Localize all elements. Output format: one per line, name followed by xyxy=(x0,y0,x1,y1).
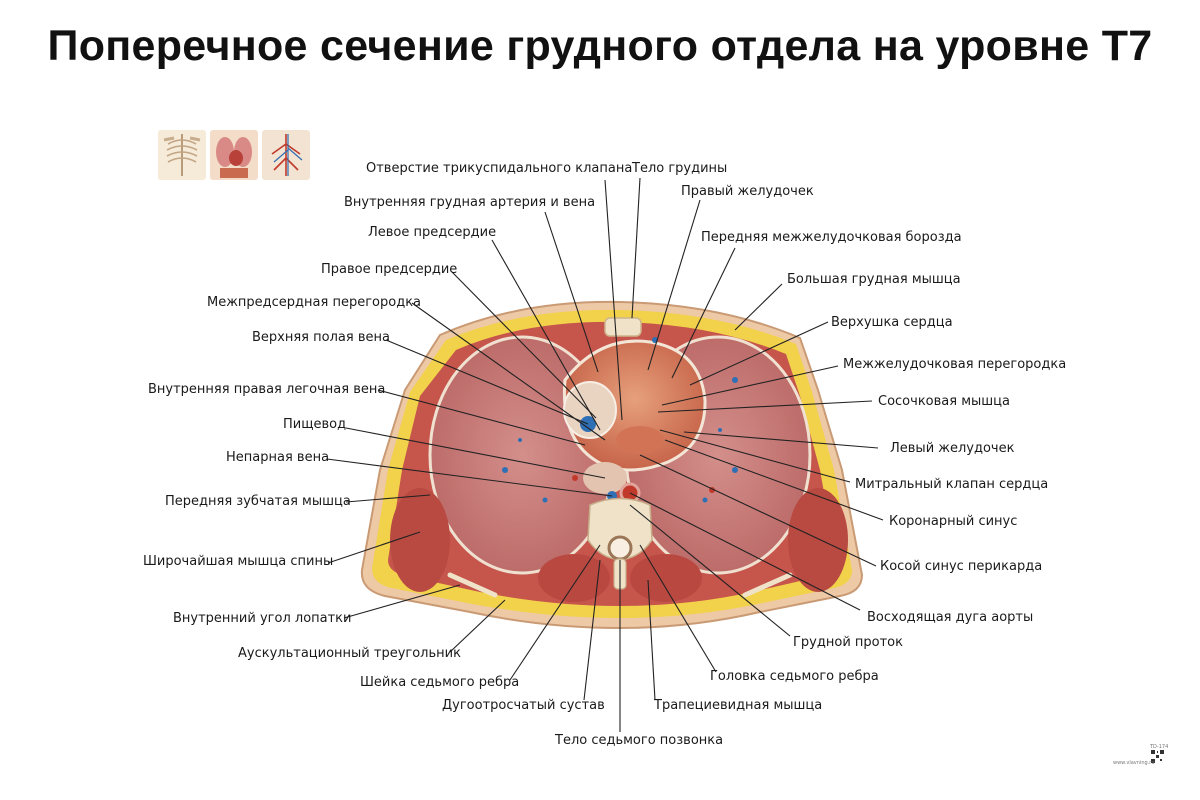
label-apex: Верхушка сердца xyxy=(831,315,953,330)
label-scapula-angle: Внутренний угол лопатки xyxy=(173,611,352,626)
label-tricuspid: Отверстие трикуспидального клапана xyxy=(366,161,633,176)
scapula-bone xyxy=(447,572,498,598)
left-erector xyxy=(630,554,702,602)
poster-code: TD-174 xyxy=(1150,744,1169,750)
label-pulm-vein: Внутренняя правая легочная вена xyxy=(148,382,386,397)
label-papillary: Сосочковая мышца xyxy=(878,394,1010,409)
vessels-thumbnail-icon xyxy=(262,130,310,180)
label-costotransverse: Дугоотросчатый сустав xyxy=(442,698,605,713)
label-esophagus: Пищевод xyxy=(283,417,347,432)
page-title: Поперечное сечение грудного отдела на ур… xyxy=(47,22,1153,70)
label-right-ventricle: Правый желудочек xyxy=(681,184,814,199)
leader-lines xyxy=(326,177,884,732)
label-serratus: Передняя зубчатая мышца xyxy=(165,494,351,509)
skeleton-thumbnail-icon xyxy=(158,130,206,180)
label-svc: Верхняя полая вена xyxy=(252,330,390,345)
label-coronary-sinus: Коронарный синус xyxy=(889,514,1018,529)
scapula-bone-left xyxy=(742,572,793,598)
label-oblique-sinus: Косой синус перикарда xyxy=(880,559,1043,574)
orientation-thumbnails xyxy=(158,130,310,180)
label-latissimus: Широчайшая мышца спины xyxy=(143,554,334,569)
label-pectoralis: Большая грудная мышца xyxy=(787,272,961,287)
label-right-atrium: Правое предсердие xyxy=(321,262,458,277)
label-left-ventricle: Левый желудочек xyxy=(890,441,1015,456)
left-latissimus xyxy=(788,488,848,592)
website-url: www.vlavning.ru xyxy=(1113,760,1155,766)
spinal-canal xyxy=(607,535,633,561)
qr-code-icon xyxy=(1151,750,1164,763)
label-trapezius: Трапециевидная мышца xyxy=(654,698,823,713)
label-sternum: Тело грудины xyxy=(632,161,728,176)
label-thoracic-duct: Грудной проток xyxy=(793,635,903,650)
right-latissimus xyxy=(390,488,450,592)
vertebra-bone xyxy=(587,497,653,561)
label-ant-interventricular: Передняя межжелудочковая борозда xyxy=(701,230,962,245)
label-mitral: Митральный клапан сердца xyxy=(855,477,1049,492)
label-int-thoracic: Внутренняя грудная артерия и вена xyxy=(344,195,596,210)
label-azygos: Непарная вена xyxy=(226,450,330,465)
sternum-bone xyxy=(604,317,642,337)
label-rib-neck: Шейка седьмого ребра xyxy=(360,675,520,690)
label-interventricular-septum: Межжелудочковая перегородка xyxy=(843,357,1067,372)
label-vertebra: Тело седьмого позвонка xyxy=(555,733,724,748)
organs-thumbnail-icon xyxy=(210,130,258,180)
label-left-atrium: Левое предсердие xyxy=(368,225,497,240)
heart xyxy=(562,339,707,472)
label-auscultation: Аускультационный треугольник xyxy=(238,646,461,661)
left-atrium-region xyxy=(616,426,664,454)
label-aorta: Восходящая дуга аорты xyxy=(867,610,1034,625)
label-rib-head: Головка седьмого ребра xyxy=(710,669,879,684)
right-erector xyxy=(538,554,610,602)
right-atrium-region xyxy=(563,381,617,439)
label-interatrial: Межпредсердная перегородка xyxy=(207,295,422,310)
